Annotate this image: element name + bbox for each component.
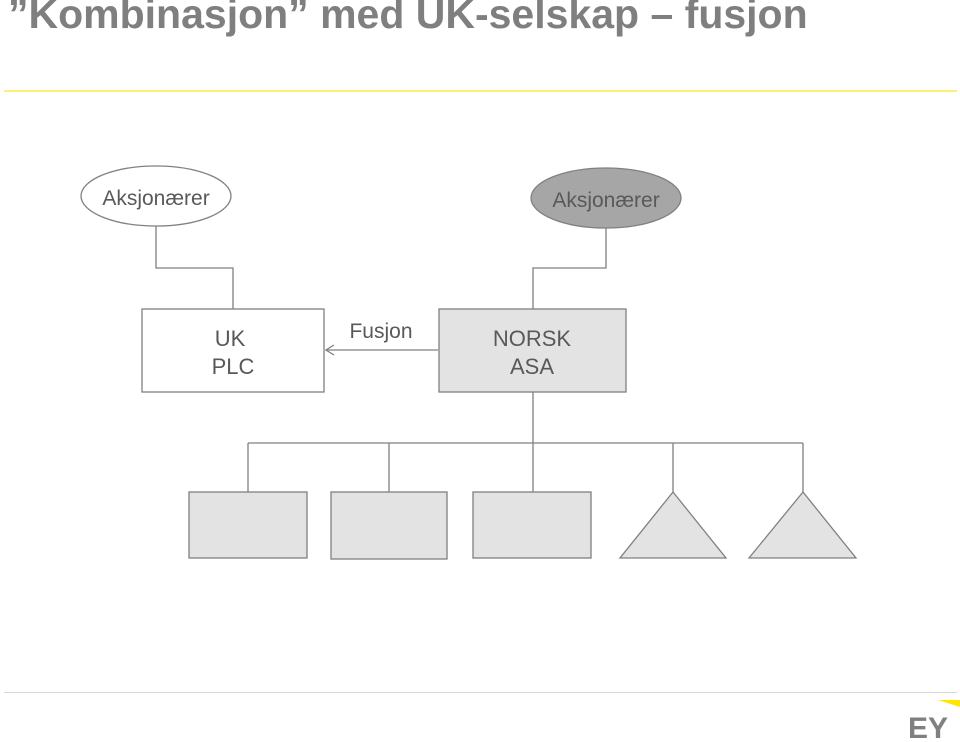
subsidiary-box-1 bbox=[188, 491, 308, 559]
subsidiary-box-3 bbox=[472, 491, 592, 559]
ey-logo-icon: EY bbox=[908, 700, 960, 742]
page-title: ”Kombinasjon” med UK-selskap – fusjon bbox=[8, 0, 808, 37]
norsk-asa-label-line2: ASA bbox=[510, 354, 554, 379]
subsidiary-triangle-2 bbox=[747, 490, 858, 559]
shareholders-left-node bbox=[80, 165, 232, 227]
footer-rule bbox=[4, 692, 957, 693]
subsidiary-box-2 bbox=[330, 491, 448, 560]
merger-arrow bbox=[324, 344, 438, 356]
uk-plc-node bbox=[141, 308, 325, 393]
shareholders-right-node bbox=[530, 167, 682, 229]
connector-left-shareholders-uk bbox=[155, 226, 234, 309]
uk-plc-label-line1: UK bbox=[215, 326, 246, 351]
subsidiary-triangle-1 bbox=[618, 490, 728, 559]
shareholders-right-label: Aksjonærer bbox=[552, 189, 659, 212]
svg-text:EY: EY bbox=[908, 712, 948, 742]
norsk-asa-node bbox=[438, 308, 627, 393]
merger-label: Fusjon bbox=[349, 320, 412, 343]
title-underline bbox=[4, 90, 957, 92]
connector-right-shareholders-norsk bbox=[532, 226, 607, 309]
uk-plc-label-line2: PLC bbox=[212, 354, 255, 379]
shareholders-left-label: Aksjonærer bbox=[102, 187, 209, 210]
norsk-asa-label-line1: NORSK bbox=[493, 326, 572, 351]
